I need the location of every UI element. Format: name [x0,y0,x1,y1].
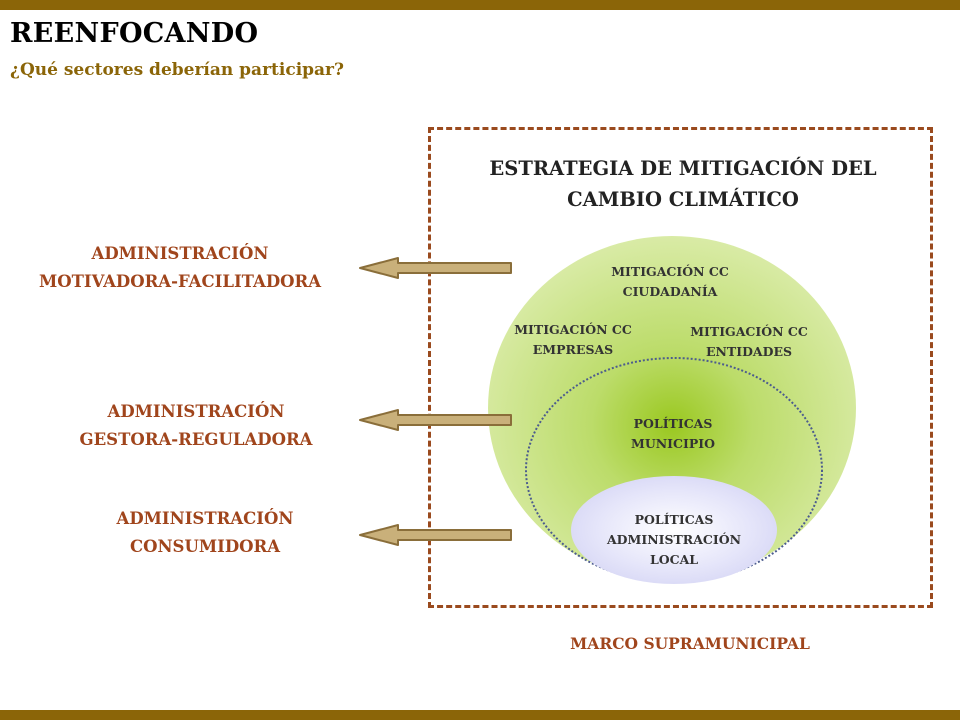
bottom-bar [0,710,960,720]
label-municipio: POLÍTICAS MUNICIPIO [631,416,715,451]
label-local: POLÍTICAS ADMINISTRACIÓN LOCAL [606,512,742,567]
admin-gestora-label: ADMINISTRACIÓN GESTORA-REGULADORA [79,402,313,449]
marco-supramunicipal: MARCO SUPRAMUNICIPAL [570,634,810,653]
strategy-title: ESTRATEGIA DE MITIGACIÓN DEL CAMBIO CLIM… [458,153,908,215]
arrow-consumidora [359,524,512,546]
strategy-title-line1: ESTRATEGIA DE MITIGACIÓN DEL [489,157,877,180]
outer-green-circle [488,236,856,580]
page-subtitle: ¿Qué sectores deberían participar? [10,60,344,80]
label-empresas: MITIGACIÓN CC EMPRESAS [514,322,632,357]
strategy-frame [428,127,933,608]
label-entidades: MITIGACIÓN CC ENTIDADES [690,324,808,359]
top-bar [0,0,960,10]
page-title: REENFOCANDO [10,18,259,49]
local-administration-ellipse [571,476,777,584]
admin-motivadora-label: ADMINISTRACIÓN MOTIVADORA-FACILITADORA [38,244,322,291]
label-ciudadania: MITIGACIÓN CC CIUDADANÍA [611,264,729,299]
arrow-gestora [359,409,512,431]
admin-consumidora-label: ADMINISTRACIÓN CONSUMIDORA [116,509,294,556]
strategy-title-line2: CAMBIO CLIMÁTICO [567,188,799,211]
arrow-motivadora [359,257,512,279]
